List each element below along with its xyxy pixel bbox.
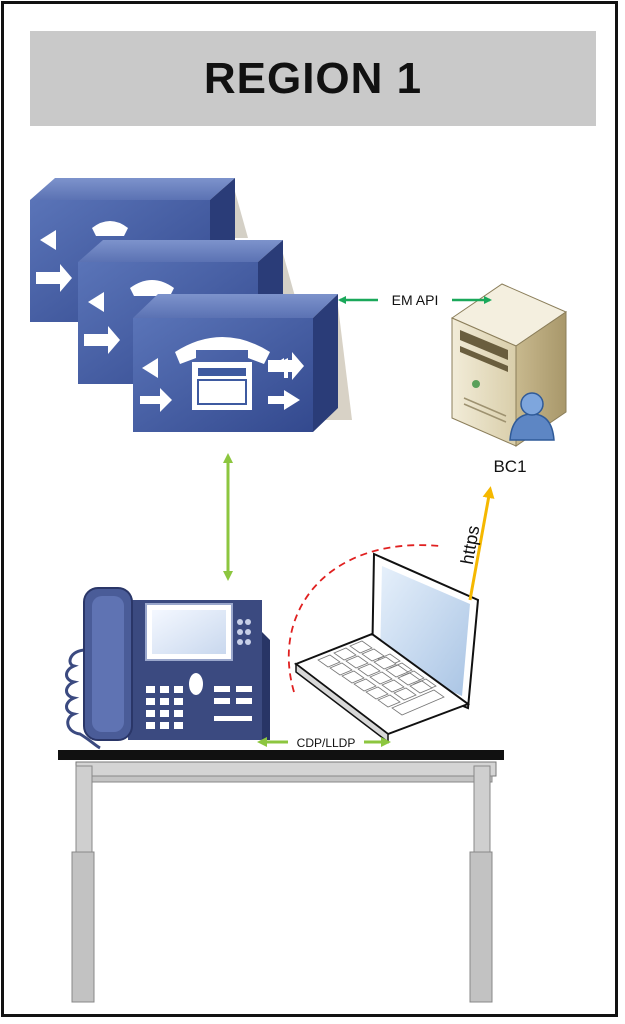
region-title: REGION 1	[203, 53, 423, 103]
em-api-label: EM API	[392, 292, 439, 308]
https-connection	[468, 486, 495, 601]
bc1-server	[450, 283, 568, 447]
phone-cord	[65, 648, 101, 750]
laptop-keyboard	[317, 640, 445, 716]
ip-phone-icon	[65, 587, 270, 750]
bc1-label: BC1	[493, 457, 526, 476]
cucm-server-front	[133, 294, 352, 432]
cucm-cluster	[30, 178, 352, 432]
cdp-lldp-label: CDP/LLDP	[297, 736, 356, 750]
desk-table	[58, 750, 504, 1003]
https-label: https	[457, 524, 483, 566]
region-frame	[1, 1, 618, 1017]
region-header: REGION 1	[30, 31, 596, 126]
laptop-icon	[293, 552, 480, 744]
user-icon	[509, 392, 555, 441]
discovery-arc	[287, 544, 441, 693]
